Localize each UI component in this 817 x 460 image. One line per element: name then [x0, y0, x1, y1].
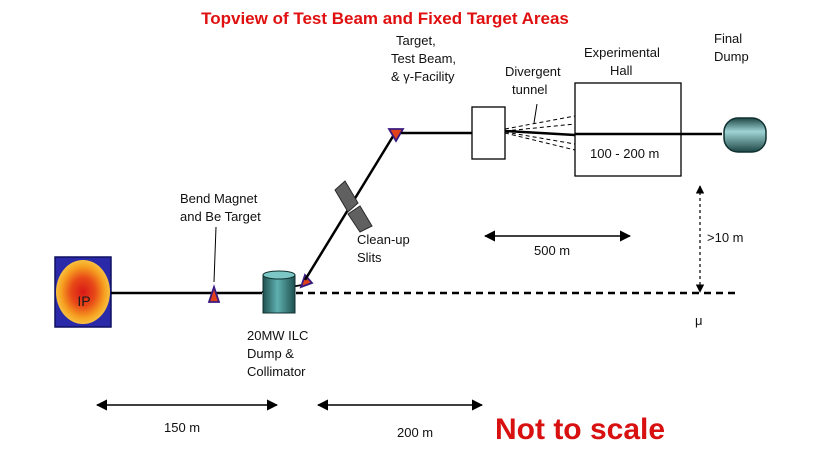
- cleanup-slit-lower-icon: [347, 205, 373, 233]
- ip-marker: IP: [54, 256, 112, 328]
- offset-label: >10 m: [707, 230, 744, 245]
- target-label-2: Test Beam,: [391, 51, 456, 66]
- bend-magnet-label-1: Bend Magnet: [180, 191, 258, 206]
- target-label-1: Target,: [396, 33, 436, 48]
- ilc-dump-label-3: Collimator: [247, 364, 306, 379]
- divergent-label-1: Divergent: [505, 64, 561, 79]
- diagram-title: Topview of Test Beam and Fixed Target Ar…: [201, 9, 569, 28]
- final-dump-label-1: Final: [714, 31, 742, 46]
- hall-label-1: Experimental: [584, 45, 660, 60]
- divergent-label-2: tunnel: [512, 82, 548, 97]
- target-label-3: & γ-Facility: [391, 69, 455, 84]
- dist-200m-label: 200 m: [397, 425, 433, 440]
- final-dump-label-2: Dump: [714, 49, 749, 64]
- divergent-tunnel: [504, 103, 576, 151]
- dist-150m-label: 150 m: [164, 420, 200, 435]
- ilc-dump-label-2: Dump &: [247, 346, 294, 361]
- cleanup-label-2: Slits: [357, 250, 382, 265]
- ilc-dump-label-1: 20MW ILC: [247, 328, 308, 343]
- dist-500m-label: 500 m: [534, 243, 570, 258]
- ilc-dump-icon: [262, 270, 296, 314]
- hall-label-2: Hall: [610, 63, 633, 78]
- hall-range-label: 100 - 200 m: [590, 146, 659, 161]
- second-bend-magnet-icon: [299, 273, 314, 289]
- bend-magnet-icon: [207, 284, 221, 303]
- cleanup-label-1: Clean-up: [357, 232, 410, 247]
- ip-label: IP: [77, 293, 90, 309]
- cleanup-slit-upper-icon: [334, 180, 359, 213]
- not-to-scale-label: Not to scale: [495, 413, 665, 446]
- experimental-hall-box: [574, 82, 682, 177]
- bend-magnet-label-2: and Be Target: [180, 209, 261, 224]
- final-dump-icon: [723, 117, 767, 153]
- top-bend-magnet-icon: [387, 128, 405, 143]
- target-box: [471, 106, 506, 160]
- bend-magnet-leader: [213, 226, 217, 283]
- mu-label: μ: [695, 313, 703, 328]
